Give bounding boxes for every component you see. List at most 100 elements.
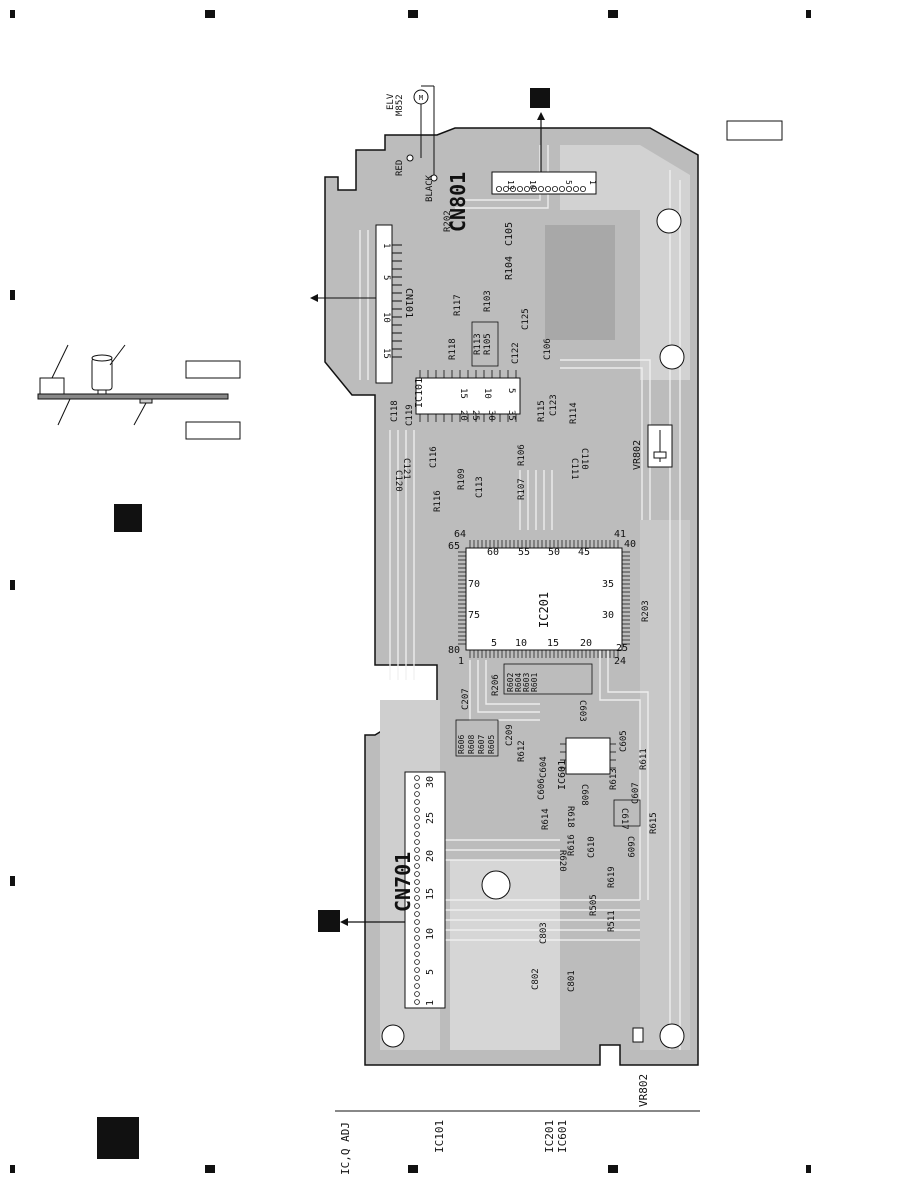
section-marker-top	[530, 88, 550, 108]
ic201-pin-65: 65	[448, 541, 460, 552]
label-c608: C608	[579, 784, 589, 806]
label-r505: R505	[589, 894, 599, 916]
ic201-pin-70: 70	[468, 579, 480, 590]
cn101-pin-1: 1	[381, 243, 391, 248]
cn101-pin-10: 10	[381, 312, 391, 323]
component-labels: R202 R104 C105 R103 C125 R117 R113 R105 …	[390, 210, 659, 992]
label-r109: R109	[457, 468, 467, 490]
page-number-block	[97, 1117, 139, 1159]
label-r203: R203	[641, 600, 651, 622]
motor-label-elv: ELV	[386, 93, 396, 110]
ic201-pin-5: 5	[491, 638, 497, 649]
label-r105: R105	[483, 333, 493, 355]
cn101-label: CN101	[403, 288, 414, 318]
vr802-label: VR802	[632, 440, 643, 470]
label-c606: C606	[537, 778, 547, 800]
cn101-pin-15: 15	[381, 348, 391, 359]
ic201-pin-50: 50	[548, 547, 560, 558]
label-c113: C113	[475, 476, 485, 498]
connector-cn801: 13 10 5 1 CN801	[446, 171, 597, 232]
cn801-pin-1: 1	[588, 180, 597, 185]
label-c209: C209	[505, 724, 515, 746]
table-adj-vr802: VR802	[637, 1074, 650, 1107]
label-c603: C603	[577, 700, 587, 722]
label-c116: C116	[429, 446, 439, 468]
label-r114: R114	[569, 402, 579, 424]
ic101-chip: IC101 15 10 5 20 25 30 35	[414, 370, 521, 422]
label-c610: C610	[587, 836, 597, 858]
motor-label-m852: M852	[395, 94, 405, 116]
section-marker-cn701	[318, 910, 340, 932]
ic101-pin-5: 5	[506, 388, 516, 393]
label-r618: R618	[565, 806, 575, 828]
ic201-pin-41: 41	[614, 529, 626, 540]
label-c120: C120	[393, 470, 403, 492]
ic101-pin-10: 10	[482, 388, 492, 399]
ic101-label: IC101	[414, 378, 425, 408]
table-row-ic601: IC601	[556, 1120, 569, 1153]
label-r607: R607	[477, 735, 486, 754]
label-r614: R614	[541, 808, 551, 830]
resistor-array-boxes	[455, 321, 641, 827]
ic201-pin-10: 10	[515, 638, 527, 649]
label-r116: R116	[433, 490, 443, 512]
cn801-label: CN801	[446, 172, 470, 232]
label-r601: R601	[530, 673, 539, 692]
wire-label-red: RED	[395, 160, 405, 176]
small-pad	[632, 1027, 644, 1043]
label-c801: C801	[567, 970, 577, 992]
connector-cn101: 1 5 10 15 CN101	[310, 224, 414, 384]
label-c121: C121	[401, 458, 411, 480]
label-r206: R206	[491, 674, 501, 696]
ic201-label: IC201	[537, 592, 551, 628]
cn101-pin-5: 5	[381, 275, 391, 280]
ic201-pin-20: 20	[580, 638, 592, 649]
label-r118: R118	[448, 338, 458, 360]
label-c119: C119	[405, 404, 415, 426]
ic201-pin-60: 60	[487, 547, 499, 558]
label-r605: R605	[487, 735, 496, 754]
label-c106: C106	[543, 338, 553, 360]
ic201-pin-75: 75	[468, 610, 480, 621]
label-r608: R608	[467, 735, 476, 754]
label-c122: C122	[511, 342, 521, 364]
ic601-chip: IC601	[557, 737, 616, 790]
cn701-pin-15: 15	[425, 888, 436, 900]
table-header-ic-q-adj: IC,Q ADJ	[339, 1122, 352, 1175]
table-row-ic201: IC201	[543, 1120, 556, 1153]
cn701-pin-5: 5	[425, 969, 436, 975]
arrow-to-section-top	[530, 88, 550, 172]
ic101-pin-25: 25	[470, 410, 480, 421]
cn801-pin-13: 13	[506, 180, 515, 190]
label-c609: C609	[625, 836, 635, 858]
ic201-pin-35: 35	[602, 579, 614, 590]
side-view-illustration	[37, 344, 241, 440]
ic201-pin-80: 80	[448, 645, 460, 656]
ic201-pin-64: 64	[454, 529, 466, 540]
label-c802: C802	[531, 968, 541, 990]
cn801-pin-5: 5	[564, 180, 573, 185]
ic201-pin-30: 30	[602, 610, 614, 621]
label-c110: C110	[579, 448, 589, 470]
label-r612: R612	[517, 740, 527, 762]
label-c125: C125	[521, 308, 531, 330]
label-c607: C607	[631, 782, 641, 804]
connector-cn701: 1 5 10 15 20 25 30 CN701	[318, 771, 446, 1009]
wire-label-black: BLACK	[425, 174, 435, 202]
label-r104: R104	[504, 256, 515, 280]
mounting-holes	[381, 208, 685, 1049]
vr802-trimmer: VR802	[632, 424, 673, 470]
label-r603: R603	[522, 673, 531, 692]
label-c118: C118	[390, 400, 400, 422]
ic101-pin-15: 15	[458, 388, 468, 399]
label-r106: R106	[517, 444, 527, 466]
top-right-label-box	[726, 120, 783, 141]
label-r611: R611	[639, 748, 649, 770]
cn701-pin-30: 30	[425, 776, 436, 788]
label-r117: R117	[453, 294, 463, 316]
label-r602: R602	[506, 673, 515, 692]
label-c604: C604	[539, 756, 549, 778]
ic601-label: IC601	[557, 760, 568, 790]
label-r511: R511	[607, 910, 617, 932]
